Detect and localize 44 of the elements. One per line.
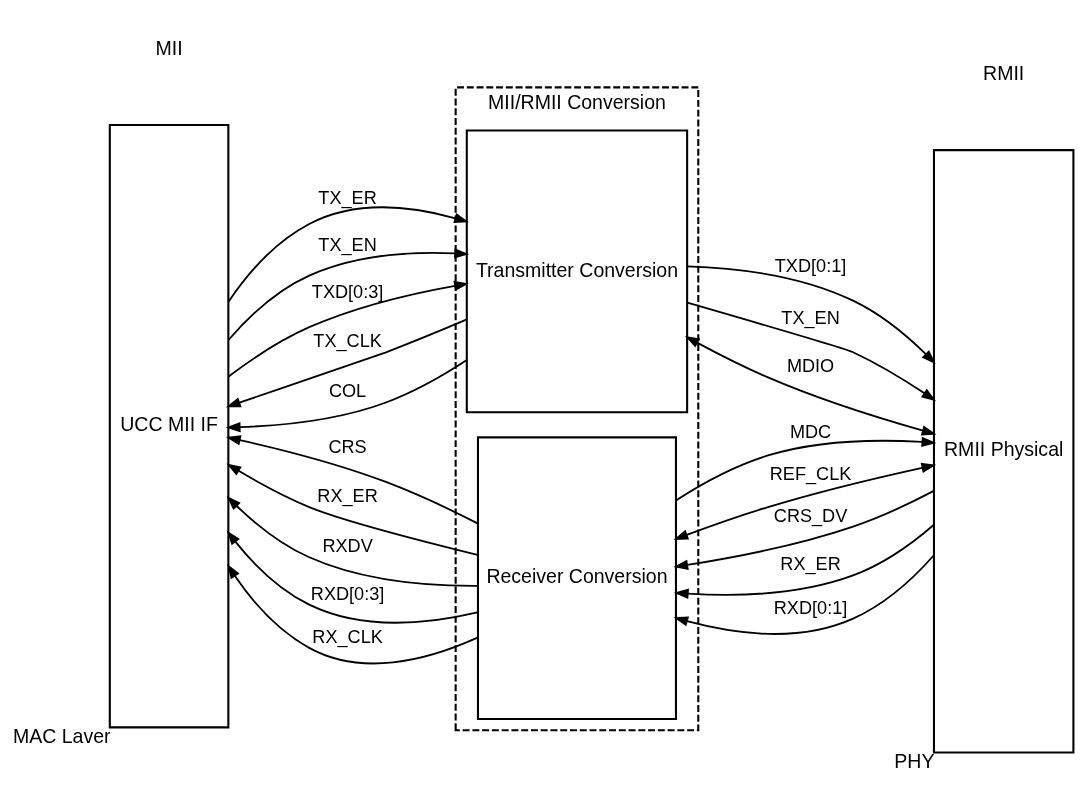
node-box: Transmitter Conversion	[465, 129, 689, 414]
arrow	[227, 206, 469, 303]
arrow	[226, 530, 479, 624]
node-label: PHY	[894, 750, 935, 773]
arrow	[673, 554, 935, 635]
arrow	[684, 335, 937, 436]
edge-label: TX_EN	[318, 235, 377, 256]
arrow	[673, 462, 937, 540]
edge-label: RX_CLK	[312, 626, 383, 647]
edge-label: RXD[0:1]	[773, 597, 848, 618]
node-box: UCC MII IF	[108, 123, 230, 729]
arrow	[686, 265, 936, 365]
edge-label: TXD[0:3]	[311, 282, 384, 303]
edge-label: TXD[0:1]	[774, 255, 847, 276]
edge-label: RXDV	[322, 536, 373, 557]
edge-label: TX_ER	[318, 187, 377, 208]
node-label: MAC Laver	[12, 725, 111, 748]
edge-label: MDIO	[786, 356, 835, 377]
edge-label: TX_EN	[781, 307, 840, 328]
node-box: Receiver Conversion	[476, 436, 678, 721]
arrow	[226, 496, 479, 587]
arrow	[673, 524, 935, 599]
edge-label: TX_CLK	[313, 331, 382, 352]
arrow	[225, 318, 468, 408]
arrow	[227, 248, 470, 341]
edge-label: MDC	[789, 421, 832, 442]
edge-label: RXD[0:3]	[310, 583, 385, 604]
arrow	[673, 490, 935, 570]
edge-label: CRS_DV	[773, 505, 848, 526]
edge-label: COL	[328, 381, 367, 402]
label: RMII	[983, 61, 1025, 84]
arrow	[226, 435, 479, 525]
edge-label: CRS	[328, 437, 367, 458]
arrow	[227, 564, 479, 665]
edge-label: REF_CLK	[769, 463, 852, 484]
edge-label: RX_ER	[317, 486, 378, 507]
arrow	[675, 436, 937, 502]
node-box: RMII Physical	[932, 149, 1075, 754]
edge-label: RX_ER	[780, 554, 841, 575]
arrow	[225, 359, 468, 433]
arrow	[226, 463, 479, 556]
arrow	[686, 301, 937, 402]
label: MII	[155, 36, 183, 59]
arrow	[227, 280, 469, 378]
